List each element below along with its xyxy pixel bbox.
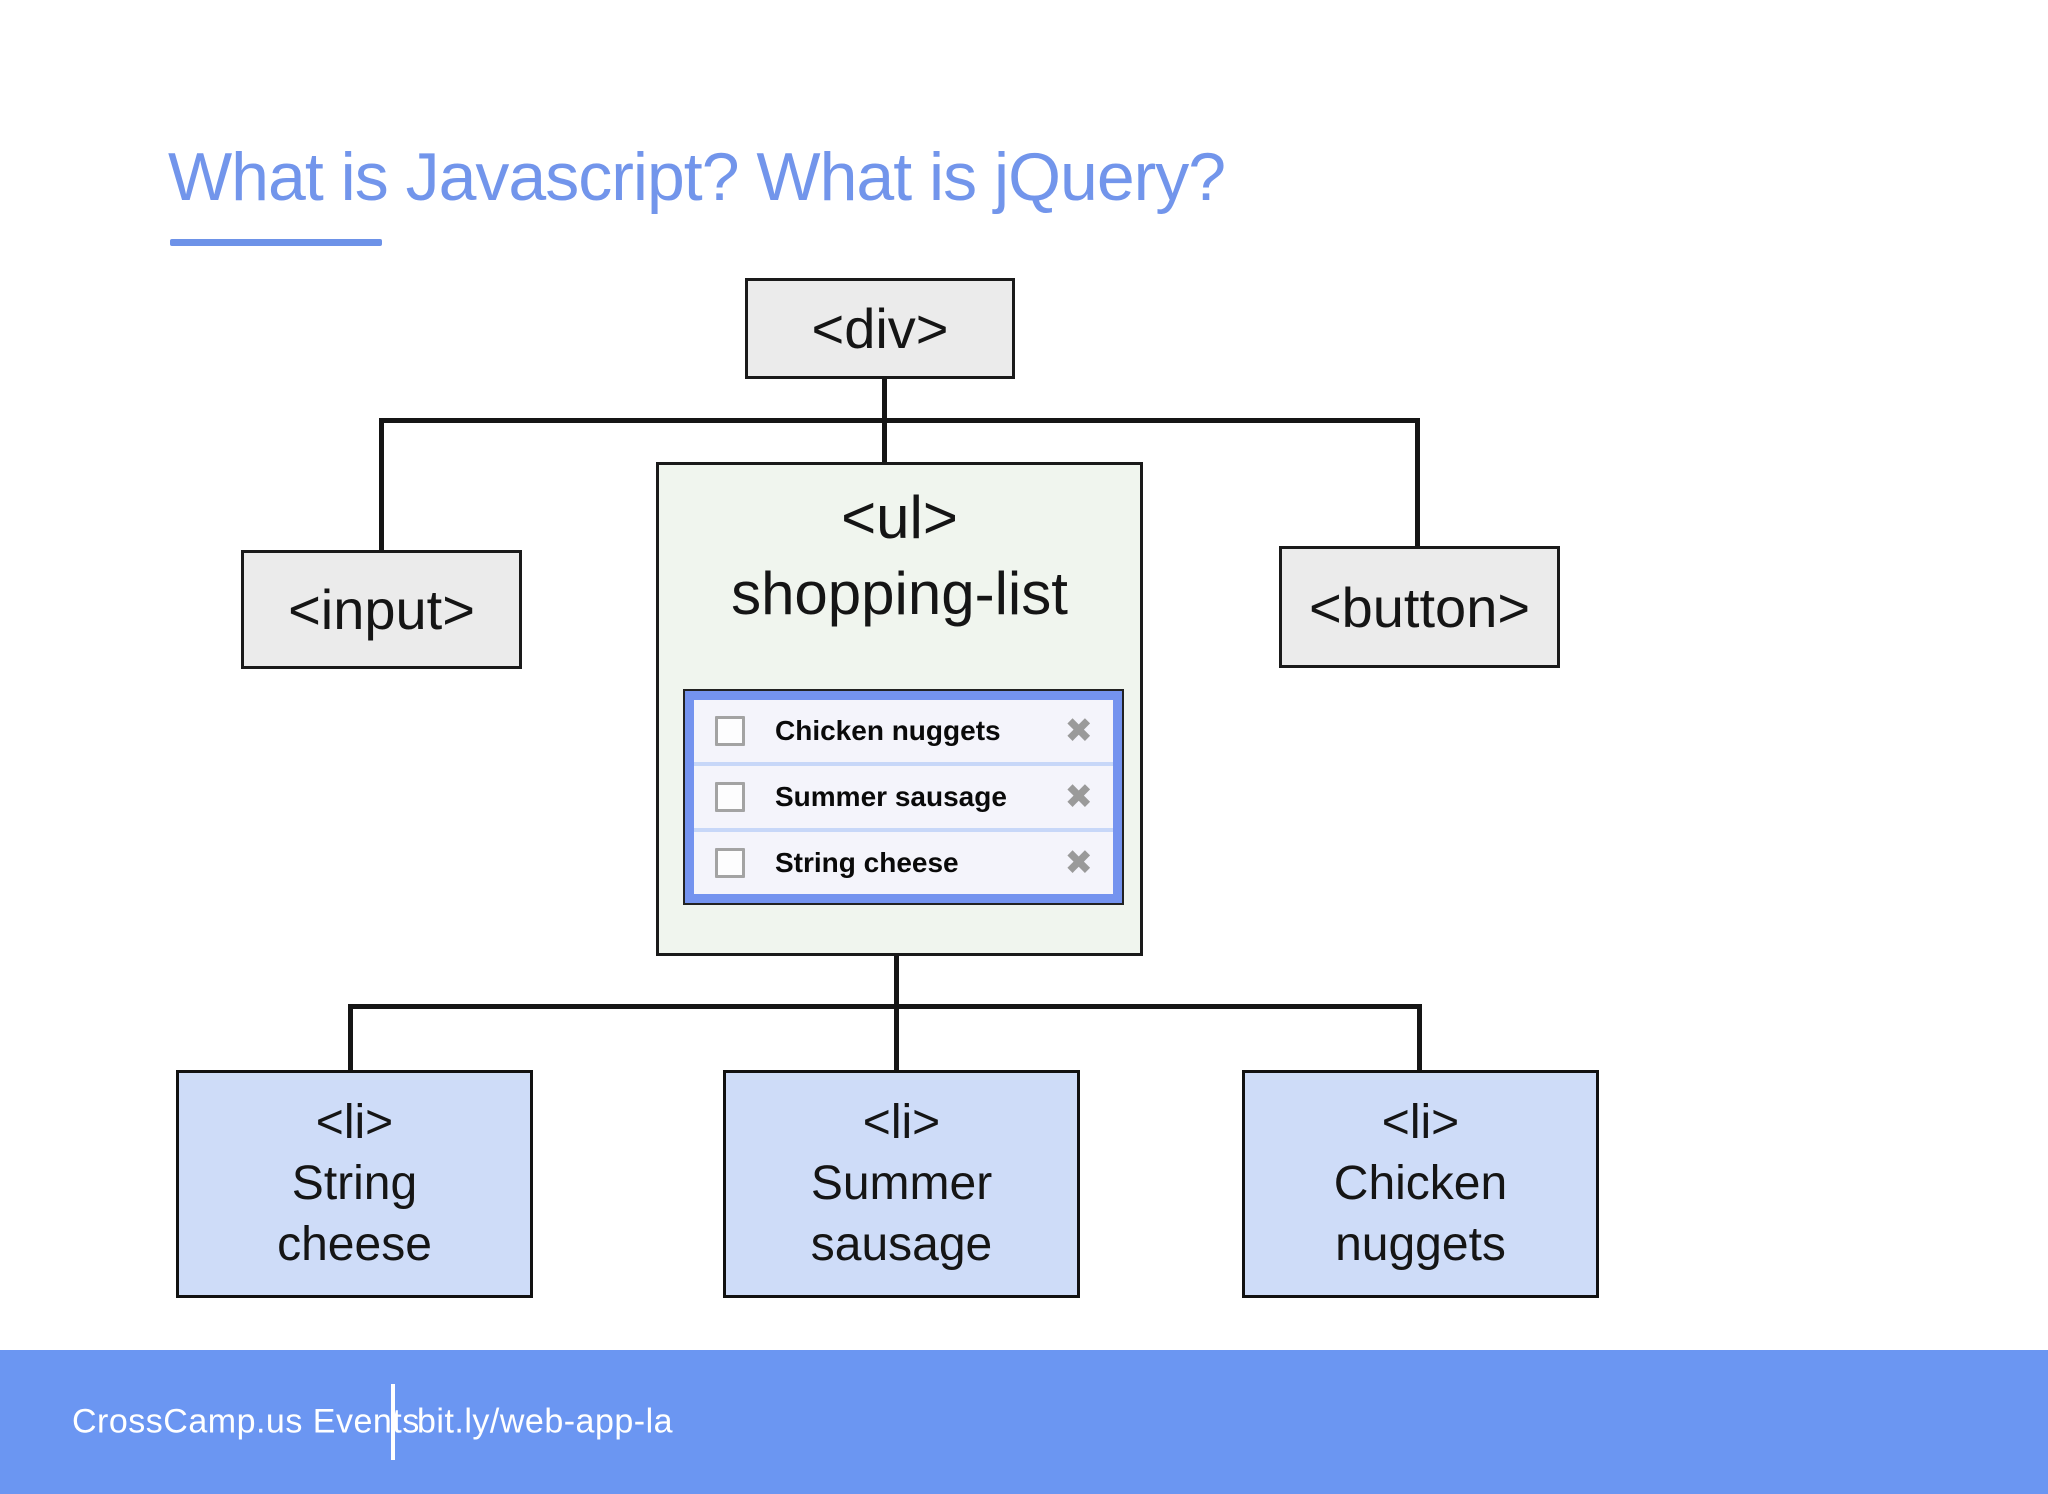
delete-icon[interactable]: ✖ — [1064, 778, 1094, 816]
tree-node-li-chicken-nuggets: <li> Chicken nuggets — [1242, 1070, 1599, 1298]
shopping-list-rows: Chicken nuggets ✖ Summer sausage ✖ Strin… — [694, 700, 1113, 894]
item-label: Chicken nuggets — [775, 715, 1001, 746]
tree-node-div: <div> — [745, 278, 1015, 379]
tree-node-li-string-cheese: <li> String cheese — [176, 1070, 533, 1298]
item-label: String cheese — [775, 847, 959, 878]
footer: CrossCamp.us Events bit.ly/web-app-la — [0, 1350, 2048, 1494]
li-tag-label: <li> — [315, 1096, 394, 1149]
connector-to-li-1 — [348, 1004, 353, 1072]
ul-name-label: shopping-list — [731, 560, 1068, 627]
item-checkbox[interactable] — [715, 848, 745, 878]
li-tag-label: <li> — [1381, 1096, 1460, 1149]
li-text-line: Summer — [810, 1157, 993, 1210]
shopping-list-widget: Chicken nuggets ✖ Summer sausage ✖ Strin… — [683, 689, 1124, 905]
li-text-line: sausage — [810, 1218, 993, 1271]
connector-to-input — [379, 418, 384, 552]
item-checkbox[interactable] — [715, 716, 745, 746]
li-text-line: String — [291, 1157, 418, 1210]
title-underline — [170, 239, 382, 246]
shopping-list-item: Summer sausage ✖ — [694, 766, 1113, 828]
delete-icon[interactable]: ✖ — [1064, 844, 1094, 882]
li-text-line: nuggets — [1335, 1218, 1506, 1271]
ul-tag-label: <ul> — [841, 484, 958, 551]
footer-brand: CrossCamp.us Events — [72, 1402, 420, 1441]
item-label: Summer sausage — [775, 781, 1007, 812]
connector-to-li-3 — [1417, 1004, 1422, 1072]
connector-top-horizontal — [379, 418, 1420, 423]
li-text-line: Chicken — [1333, 1157, 1508, 1210]
connector-ul-stem — [894, 954, 899, 1073]
tree-node-button: <button> — [1279, 546, 1560, 668]
connector-to-button — [1415, 418, 1420, 549]
tree-node-li-summer-sausage: <li> Summer sausage — [723, 1070, 1080, 1298]
delete-icon[interactable]: ✖ — [1064, 712, 1094, 750]
footer-link: bit.ly/web-app-la — [417, 1402, 674, 1441]
connector-bottom-horizontal — [348, 1004, 1422, 1009]
li-tag-label: <li> — [862, 1096, 941, 1149]
shopping-list-item: Chicken nuggets ✖ — [694, 700, 1113, 762]
shopping-list-item: String cheese ✖ — [694, 832, 1113, 894]
page-title: What is Javascript? What is jQuery? — [168, 139, 1226, 215]
tree-node-ul: <ul> shopping-list Chicken nuggets ✖ Sum… — [656, 462, 1143, 956]
item-checkbox[interactable] — [715, 782, 745, 812]
footer-divider — [391, 1384, 395, 1460]
tree-node-input: <input> — [241, 550, 522, 669]
li-text-line: cheese — [277, 1218, 432, 1271]
